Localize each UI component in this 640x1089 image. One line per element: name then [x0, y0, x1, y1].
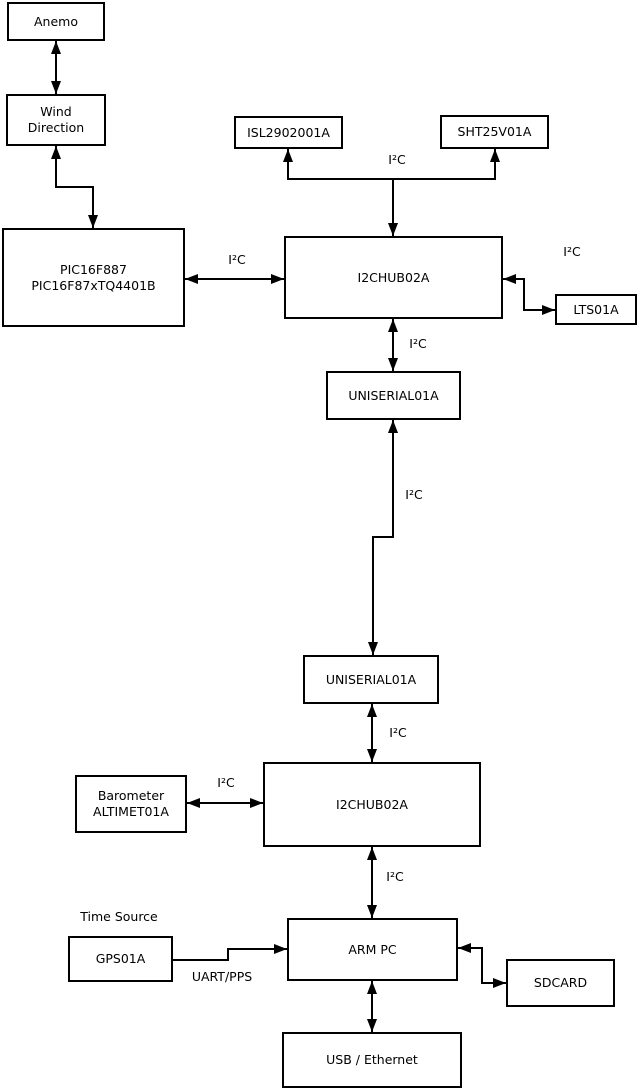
box-wind-direction-label-2: Direction	[27, 120, 85, 135]
box-gps01a: GPS01A	[68, 936, 173, 982]
box-uniserial01a-2-label: UNISERIAL01A	[325, 671, 417, 687]
connector-barometer-hub2	[187, 798, 263, 808]
box-arm-pc-label: ARM PC	[348, 941, 397, 957]
box-arm-pc: ARM PC	[287, 918, 458, 981]
box-uniserial01a-2: UNISERIAL01A	[303, 655, 439, 704]
box-usb-ethernet: USB / Ethernet	[282, 1032, 462, 1088]
box-isl2902001a-label: ISL2902001A	[247, 124, 330, 140]
box-pic16f887: PIC16F887 PIC16F87xTQ4401B	[2, 228, 185, 327]
box-lts01a-label: LTS01A	[573, 301, 619, 317]
box-wind-direction-label-1: Wind	[40, 104, 72, 119]
bus-label-i2c-uni1-uni2: I²C	[405, 487, 423, 502]
bus-label-uart-pps: UART/PPS	[191, 969, 253, 984]
box-barometer-altimet01a: Barometer ALTIMET01A	[75, 775, 187, 833]
annotation-time-source: Time Source	[80, 909, 158, 924]
box-isl2902001a: ISL2902001A	[234, 116, 343, 149]
box-anemo-label: Anemo	[34, 13, 78, 29]
bus-label-i2c-baro-hub2: I²C	[217, 775, 235, 790]
box-uniserial01a-1-label: UNISERIAL01A	[348, 387, 439, 403]
bus-label-i2c-uni2-hub2: I²C	[389, 725, 407, 740]
connector-hub2-armpc	[367, 847, 377, 918]
box-barometer-label-2: ALTIMET01A	[93, 804, 169, 819]
box-anemo: Anemo	[7, 2, 105, 41]
bus-label-i2c-lts: I²C	[563, 244, 581, 259]
box-pic16f887-label-2: PIC16F87xTQ4401B	[31, 277, 156, 293]
box-gps01a-label: GPS01A	[95, 951, 146, 966]
box-lts01a: LTS01A	[555, 294, 637, 325]
connector-anemo-wind	[51, 41, 61, 94]
connector-pic-hub1	[185, 274, 284, 284]
connector-wind-pic	[51, 146, 98, 228]
box-i2chub02a-1-label: I2CHUB02A	[357, 269, 430, 285]
box-barometer-label-1: Barometer	[97, 788, 165, 803]
connector-hub1-isl-sht-tee	[283, 149, 500, 236]
box-i2chub02a-2: I2CHUB02A	[263, 762, 481, 847]
bus-label-i2c-pic-hub1: I²C	[228, 252, 246, 267]
bus-label-i2c-hub2-arm: I²C	[386, 869, 404, 884]
box-pic16f887-label-1: PIC16F887	[60, 261, 127, 277]
connector-gps-armpc	[173, 944, 287, 961]
box-i2chub02a-2-label: I2CHUB02A	[336, 796, 408, 812]
connector-hub1-lts	[503, 274, 555, 315]
box-wind-direction: Wind Direction	[6, 94, 106, 146]
connector-armpc-usb	[367, 981, 377, 1032]
box-i2chub02a-1: I2CHUB02A	[284, 236, 503, 319]
connector-uniserial2-hub2	[367, 704, 377, 762]
box-sht25v01a: SHT25V01A	[440, 115, 549, 149]
connector-armpc-sdcard	[458, 943, 506, 988]
box-sht25v01a-label: SHT25V01A	[457, 124, 532, 139]
box-sdcard: SDCARD	[506, 959, 615, 1007]
box-sdcard-label: SDCARD	[533, 975, 588, 990]
connector-hub1-uniserial1	[388, 319, 398, 371]
box-uniserial01a-1: UNISERIAL01A	[326, 371, 461, 420]
connector-uniserial1-uniserial2	[368, 420, 398, 655]
box-usb-ethernet-label: USB / Ethernet	[326, 1052, 418, 1067]
bus-label-i2c-tee: I²C	[388, 152, 406, 167]
bus-label-i2c-hub1-uni1: I²C	[409, 336, 427, 351]
